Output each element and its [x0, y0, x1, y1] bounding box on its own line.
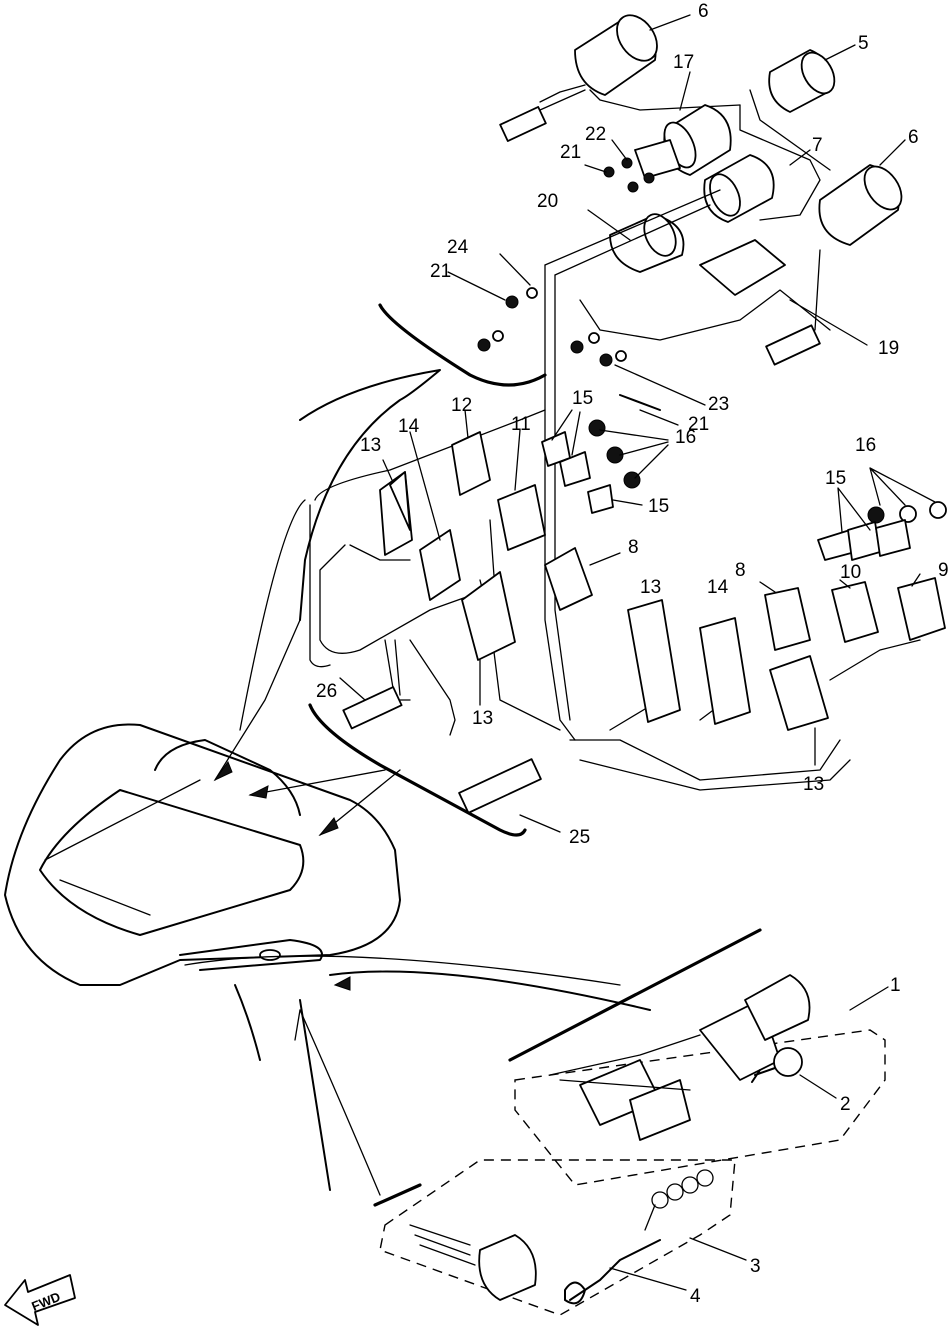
switch-8-mid: [544, 547, 593, 611]
switch-panel-1: [508, 928, 886, 1186]
callout-13-mid: 13: [472, 708, 493, 729]
callout-22: 22: [585, 124, 606, 145]
callout-26: 26: [316, 681, 337, 702]
wire-harness: [309, 89, 921, 791]
gauge-7: [703, 154, 775, 223]
callout-1: 1: [890, 975, 901, 996]
switch-13-left: [379, 471, 413, 556]
callout-25: 25: [569, 827, 590, 848]
leader-lines: [339, 14, 936, 1291]
callout-8-mid: 8: [628, 537, 639, 558]
connector-25: [458, 758, 542, 814]
callout-18: 19: [878, 338, 899, 359]
callout-15-lower: 15: [648, 496, 669, 517]
callout-19: 20: [537, 191, 558, 212]
switch-9: [897, 577, 946, 641]
callout-6-right: 6: [908, 127, 919, 148]
switch-14-left: [419, 529, 461, 601]
callout-4: 4: [690, 1286, 701, 1307]
gauge-17: [634, 104, 732, 179]
connector-26: [342, 686, 403, 730]
key-2: [751, 1047, 803, 1083]
callout-2: 2: [840, 1094, 851, 1115]
callout-6-top: 6: [698, 1, 709, 22]
switch-15-group-right: [817, 519, 911, 561]
switch-8-right: [764, 587, 811, 651]
fwd-arrow-icon: FWD: [4, 1274, 76, 1326]
callout-13-right-b: 13: [803, 774, 824, 795]
gauge-5: [768, 49, 836, 113]
bracket-19: [609, 213, 685, 273]
callout-21-mid: 21: [688, 414, 709, 435]
nuts-washers: [477, 157, 947, 524]
hull-deck: [4, 369, 441, 1191]
callout-12: 12: [451, 395, 472, 416]
callout-14-left: 14: [398, 416, 420, 437]
gauge-6-top: [539, 14, 741, 111]
callout-17: 17: [673, 52, 694, 73]
switch-10: [831, 581, 879, 643]
switch-12: [451, 431, 491, 496]
switch-3: [373, 1159, 736, 1316]
switch-13-right-b: [769, 655, 829, 731]
switch-14-right: [699, 617, 751, 725]
switch-11: [497, 484, 546, 551]
callout-15-mid: 15: [572, 388, 593, 409]
upper-panel-outline: [308, 303, 661, 837]
callout-7: 7: [812, 135, 823, 156]
callout-labels: 6 5 17 22 21 7 6 20 24 21 19 23 21 12 15…: [316, 1, 949, 1307]
connector-right-18: [765, 249, 821, 366]
callout-23: 23: [708, 394, 729, 415]
switch-15-group-mid: [541, 431, 614, 514]
callout-13-right-a: 13: [640, 577, 661, 598]
callout-16-right: 16: [855, 435, 876, 456]
callout-13-left: 13: [360, 435, 381, 456]
callout-9: 9: [938, 560, 949, 581]
callout-21-top: 21: [430, 261, 451, 282]
callout-3: 3: [750, 1256, 761, 1277]
callout-24: 24: [447, 237, 469, 258]
switch-13-right-a: [627, 599, 681, 723]
callout-14-right: 14: [707, 577, 729, 598]
callout-5: 5: [858, 33, 869, 54]
gauge-6-right: [818, 164, 903, 246]
callout-11: 11: [511, 414, 531, 435]
connector-top-left: [499, 89, 586, 142]
callout-8-right: 8: [735, 560, 746, 581]
callout-20: 21: [560, 142, 581, 163]
bracket-18: [699, 239, 786, 296]
callout-10: 10: [840, 562, 861, 583]
lanyard-4: [564, 1169, 714, 1305]
callout-16-mid: 16: [675, 427, 696, 448]
guide-arrows: [184, 619, 651, 1196]
switch-13-mid: [461, 571, 516, 661]
callout-15-right: 15: [825, 468, 846, 489]
